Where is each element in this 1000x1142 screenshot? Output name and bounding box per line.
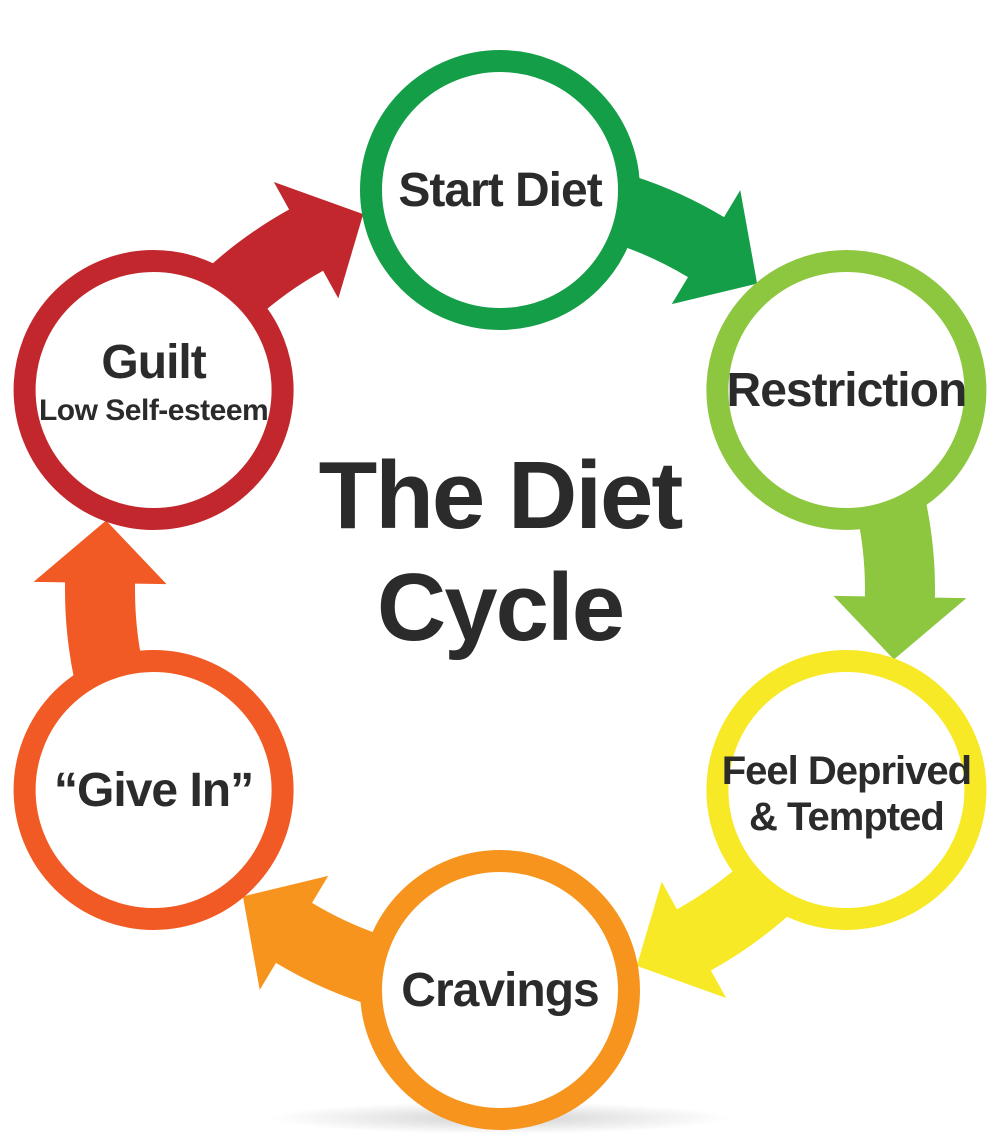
center-title-line-2: Cycle: [377, 554, 623, 661]
stage-start-diet: Start Diet: [360, 50, 640, 330]
center-title: The Diet Cycle: [319, 442, 685, 661]
stage-give-in: “Give In”: [13, 650, 294, 930]
stage-restriction: Restriction: [706, 250, 987, 530]
stage-label-give-in: “Give In”: [54, 764, 253, 817]
center-title-line-1: The Diet: [319, 442, 683, 549]
stage-circle-start-diet: [360, 50, 640, 330]
stage-label-guilt-2: Low Self-esteem: [39, 394, 268, 427]
stage-circle-cravings: [360, 850, 640, 1130]
stage-label-feel-deprived-1: Feel Deprived: [722, 749, 971, 793]
stage-cravings: Cravings: [360, 850, 640, 1130]
stage-label-start-diet: Start Diet: [398, 164, 602, 217]
stage-label-cravings: Cravings: [401, 964, 598, 1017]
stage-feel-deprived: Feel Deprived& Tempted: [706, 650, 987, 930]
stage-label-restriction: Restriction: [727, 364, 967, 417]
stage-circle-restriction: [706, 250, 987, 530]
stage-circle-guilt: [13, 250, 294, 530]
stage-label-guilt-1: Guilt: [101, 336, 206, 389]
stage-circle-feel-deprived: [706, 650, 987, 930]
stage-label-feel-deprived-2: & Tempted: [749, 795, 944, 839]
stage-circle-give-in: [13, 650, 294, 930]
